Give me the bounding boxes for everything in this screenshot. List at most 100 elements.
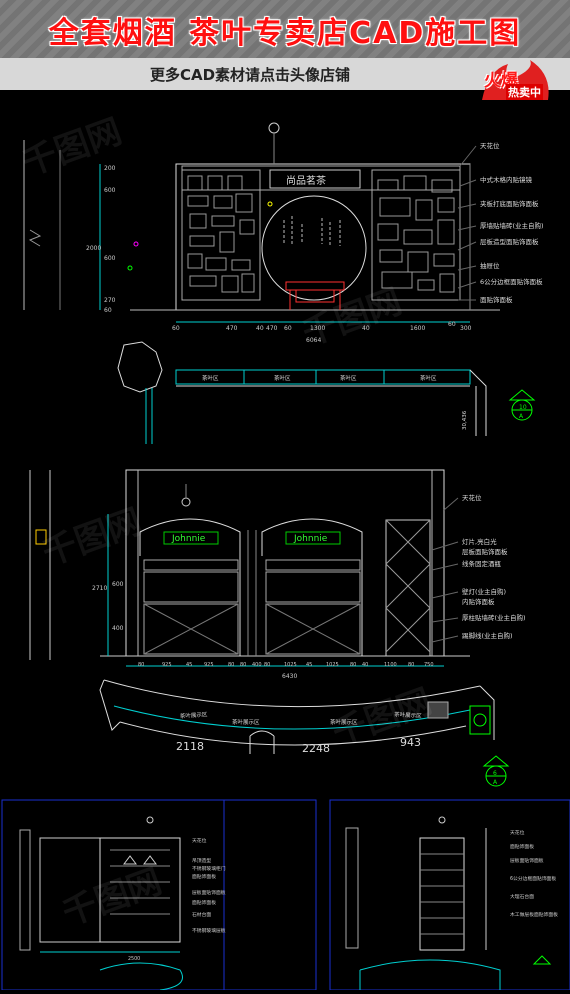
dim: 400 [252, 662, 262, 668]
plan1-texts: 茶叶区 茶叶区 茶叶区 茶叶区 30,436 10 A [202, 374, 527, 430]
note-1: 天花位 [480, 141, 500, 150]
note-7: 石材台面 [192, 911, 211, 918]
dim: 80 [240, 662, 246, 668]
dim: 80 [138, 662, 144, 668]
dim: 80 [350, 662, 356, 668]
dim: 925 [162, 662, 172, 668]
dim: 60 [284, 325, 292, 332]
note-8: 踢脚线(业主自购) [462, 631, 513, 640]
note-4: 线条固定酒瓶 [462, 559, 502, 568]
dim: 1025 [284, 662, 297, 668]
wine-wall-elevation [29, 469, 470, 667]
plan2-dim: 943 [400, 736, 421, 749]
elevation2-notes: 天花位 灯片,亮白光 层板面贴饰面板 线条固定酒瓶 壁灯(业主自购) 内贴饰面板… [462, 493, 526, 640]
dim: 750 [424, 662, 434, 668]
bottom-left-notes: 天花位 吊顶造型 不锈钢玻璃柜门 面贴饰面板 层板面贴饰面板 面贴饰面板 石材台… [128, 837, 226, 962]
area-label: 茶叶区 [202, 374, 219, 382]
plan2 [99, 679, 510, 787]
elevation2-dims: 80 925 45 925 80 80 400 80 1025 45 1025 … [92, 581, 434, 680]
note-8: 面贴饰面板 [480, 295, 513, 304]
note-1: 天花位 [462, 493, 482, 502]
dim: 600 [112, 581, 124, 588]
area-label: 茶叶区 [274, 374, 291, 382]
area-label: 茶叶区 [340, 374, 357, 382]
dim: 2710 [92, 585, 107, 592]
dim: 270 [104, 297, 116, 304]
plan2-dim: 2118 [176, 740, 204, 753]
sign-board [163, 531, 219, 545]
cad-drawing-area: 千图网 千图网 千图网 千图网 千图网 [0, 90, 570, 991]
dim: 470 [266, 325, 278, 332]
hot-badge-sublabel: 热卖中 [506, 84, 543, 100]
dim: 80 [264, 662, 270, 668]
dim: 600 [104, 255, 116, 262]
dim: 1025 [326, 662, 339, 668]
dim: 60 [172, 325, 180, 332]
dim: 1300 [310, 325, 325, 332]
tea-shop-sign: 尚品茗茶 [286, 174, 326, 187]
dim: 40 [362, 662, 368, 668]
note-2: 面贴饰面板 [510, 843, 534, 850]
note-3: 夹板打底面贴饰面板 [480, 199, 539, 208]
dim: 200 [104, 165, 116, 172]
section-marker-letter: A [519, 413, 524, 420]
note-4: 厚墙贴墙砖(业主自购) [480, 221, 544, 230]
plan1 [117, 341, 536, 444]
plan1-dim: 30,436 [462, 410, 468, 430]
note-5: 层板面贴饰面板 [192, 889, 226, 896]
header-banner [0, 0, 570, 58]
section-marker-number: 6 [493, 770, 497, 777]
johnnie-signs [163, 531, 341, 545]
elevation2-note-leaders [431, 497, 459, 643]
subtitle-bar [0, 58, 570, 90]
area-label: 茶叶展示区 [180, 710, 208, 720]
note-3: 层板面贴饰面板 [510, 857, 544, 864]
note-2: 中式木格内贴镜镜 [480, 175, 533, 184]
brand-sign: Johnnie [171, 534, 206, 544]
elevation1-notes: 天花位 中式木格内贴镜镜 夹板打底面贴饰面板 厚墙贴墙砖(业主自购) 层板造型面… [480, 141, 544, 304]
plan2-dim: 2248 [302, 742, 330, 755]
page-subtitle[interactable]: 更多CAD素材请点击头像店铺 [149, 66, 351, 84]
elevation1-note-leaders [457, 145, 477, 301]
dim: 300 [460, 325, 472, 332]
note-4: 面贴饰面板 [192, 873, 216, 880]
area-label: 茶叶区 [420, 374, 437, 382]
note-6: 抽屉位 [480, 261, 500, 270]
dim: 470 [226, 325, 238, 332]
dim: 1100 [384, 662, 397, 668]
area-label: 茶叶展示区 [330, 718, 358, 726]
note-8: 不锈钢玻璃层板 [192, 927, 226, 934]
area-label: 茶叶展示区 [232, 718, 260, 726]
note-6: 木工做层板面贴饰面板 [510, 911, 558, 918]
note-6: 内贴饰面板 [462, 597, 495, 606]
dim: 40 [362, 325, 370, 332]
section-marker-letter: A [493, 779, 498, 786]
note-2: 吊顶造型 [192, 857, 211, 864]
dim: 2000 [86, 245, 101, 252]
dim: 400 [112, 625, 124, 632]
note-1: 天花位 [510, 829, 525, 836]
note-1: 天花位 [192, 837, 207, 844]
note-6: 面贴饰面板 [192, 899, 216, 906]
dim: 45 [186, 662, 192, 668]
dim-total: 6430 [282, 673, 297, 680]
elevation1-texts: 尚品茗茶 [286, 174, 326, 187]
dim: 1600 [410, 325, 425, 332]
note-4: 6公分边框面贴饰面板 [510, 875, 556, 882]
bottom-right-notes: 天花位 面贴饰面板 层板面贴饰面板 6公分边框面贴饰面板 大理石台面 木工做层板… [510, 829, 558, 918]
note-5: 壁灯(业主自购) [462, 587, 506, 596]
dim: 80 [408, 662, 414, 668]
dim: 60 [448, 321, 456, 328]
brand-sign: Johnnie [293, 534, 328, 544]
note-5: 大理石台面 [510, 893, 534, 900]
dim: 80 [228, 662, 234, 668]
tea-wall-elevation [23, 122, 500, 323]
elevation1-dims: 60 470 40 470 60 1300 40 1600 60 300 606… [86, 165, 472, 344]
dim: 925 [204, 662, 214, 668]
note-3: 不锈钢玻璃柜门 [192, 865, 226, 872]
dim-total: 6064 [306, 337, 321, 344]
page-title: 全套烟酒 茶叶专卖店CAD施工图 [48, 16, 522, 51]
johnnie-sign-texts: Johnnie Johnnie [171, 534, 328, 544]
dim: 45 [306, 662, 312, 668]
plan2-texts: 茶叶展示区 茶叶展示区 茶叶展示区 茶叶展示区 2118 2248 943 6 … [176, 710, 498, 786]
